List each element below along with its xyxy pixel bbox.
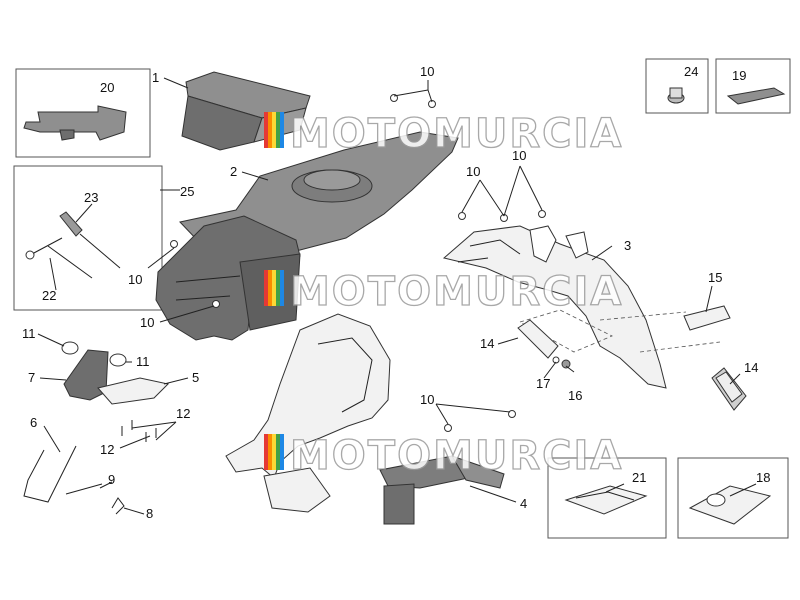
callout-22: 22	[42, 288, 56, 303]
callout-3: 3	[624, 238, 631, 253]
leader-lines	[37, 77, 757, 515]
callout-10-left-a: 10	[128, 272, 142, 287]
callout-12-left: 12	[100, 442, 114, 457]
part-18-clip	[688, 485, 772, 525]
callout-7: 7	[28, 370, 35, 385]
part-inner-fender	[225, 313, 391, 513]
callout-23: 23	[84, 190, 98, 205]
watermark-bottom: MOTOMURCIA	[264, 432, 623, 480]
part-14-pad-right	[711, 367, 747, 411]
callout-15: 15	[708, 270, 722, 285]
part-3-rear-mudguard	[442, 225, 721, 389]
part-16-17-nut-washer	[552, 356, 571, 369]
part-21-clip	[564, 485, 648, 515]
box-part-24	[645, 58, 709, 114]
callout-24: 24	[684, 64, 698, 79]
callout-10-right-a: 10	[466, 164, 480, 179]
watermark-stripe	[264, 112, 268, 148]
callout-4: 4	[520, 496, 527, 511]
callout-10-bottom: 10	[420, 392, 434, 407]
part-8-clip	[111, 497, 125, 515]
callout-10-right-b: 10	[512, 148, 526, 163]
part-19-pad	[726, 87, 786, 105]
part-20-plate	[23, 105, 127, 141]
callout-20: 20	[100, 80, 114, 95]
part-6-handle	[23, 445, 77, 503]
part-11-bushing-left	[61, 341, 79, 355]
callout-11-left: 11	[22, 326, 36, 341]
watermark-text: MOTOMURCIA	[290, 269, 623, 315]
part-14-pad-left	[517, 319, 559, 359]
callout-18: 18	[756, 470, 770, 485]
part-24-nut	[667, 87, 685, 104]
callout-16: 16	[568, 388, 582, 403]
callout-19: 19	[732, 68, 746, 83]
watermark-text: MOTOMURCIA	[290, 111, 623, 157]
part-15-pad	[683, 305, 731, 331]
box-part-25	[13, 165, 180, 311]
part-9-pin	[65, 483, 103, 495]
watermark-top: MOTOMURCIA	[264, 110, 623, 158]
box-part-19	[715, 58, 791, 114]
callout-labels: 1 2 3 4 5 6 7 8 9 10 10 10 10 10 10 11 1…	[22, 64, 770, 521]
part-11-bushing-right	[109, 353, 127, 367]
callout-5: 5	[192, 370, 199, 385]
box-part-18	[677, 457, 789, 539]
callout-1: 1	[152, 70, 159, 85]
callout-21: 21	[632, 470, 646, 485]
part-12-screws	[121, 420, 157, 442]
part-22-socket-wrench	[25, 237, 93, 279]
box-part-21	[547, 457, 667, 539]
callout-6: 6	[30, 415, 37, 430]
callout-25: 25	[180, 184, 194, 199]
box-part-20	[15, 68, 151, 158]
callout-17: 17	[536, 376, 550, 391]
part-5-bracket	[97, 377, 170, 405]
callout-14-left: 14	[480, 336, 494, 351]
callout-2: 2	[230, 164, 237, 179]
callout-10-top: 10	[420, 64, 434, 79]
callout-14-right: 14	[744, 360, 758, 375]
callout-8: 8	[146, 506, 153, 521]
watermark-text: MOTOMURCIA	[290, 433, 623, 479]
callout-9: 9	[108, 472, 115, 487]
part-4-rear-bracket	[379, 455, 505, 525]
callout-10-left-b: 10	[140, 315, 154, 330]
part-23-screwdriver	[59, 211, 121, 269]
part-10-screws	[170, 94, 546, 432]
callout-12-right: 12	[176, 406, 190, 421]
callout-11-right: 11	[136, 354, 150, 369]
watermark-middle: MOTOMURCIA	[264, 268, 623, 316]
